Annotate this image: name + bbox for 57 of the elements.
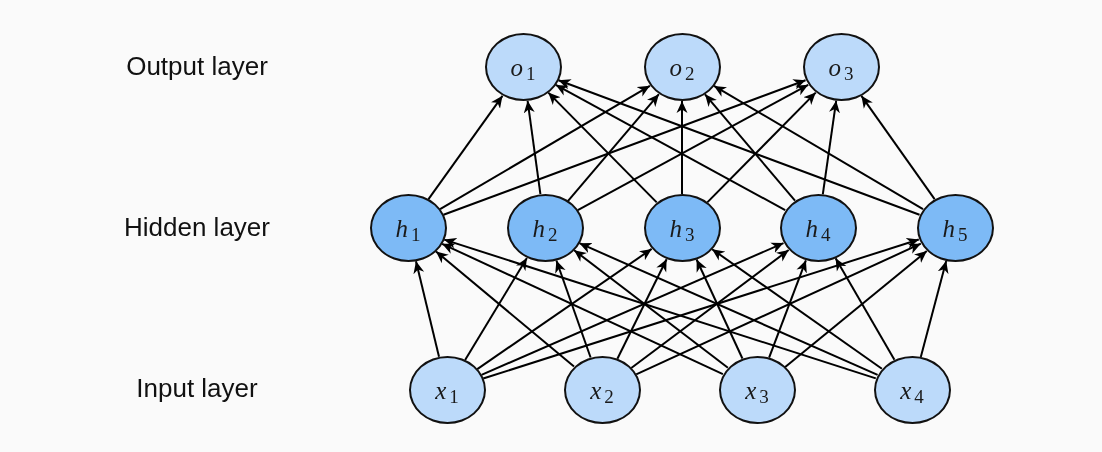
arrow [676, 100, 688, 195]
arrow [476, 247, 653, 371]
arrow [576, 83, 810, 212]
neuron-label: x$_{2}$ [590, 377, 614, 403]
arrow [482, 237, 920, 380]
arrow [578, 242, 879, 376]
arrow [704, 93, 796, 202]
arrow [695, 258, 744, 360]
neuron-label: x$_{4}$ [900, 377, 924, 403]
arrow [442, 79, 807, 216]
layer-label: Output layer [126, 53, 268, 79]
neuron-circle [916, 194, 994, 262]
arrow [523, 99, 542, 196]
arrow [711, 248, 883, 370]
arrow [706, 91, 817, 204]
neuron-label: o$_{1}$ [510, 54, 536, 80]
neuron-label: o$_{2}$ [669, 54, 695, 80]
arrow [860, 94, 936, 201]
arrow [768, 259, 807, 359]
arrow [547, 91, 658, 204]
arrow [464, 257, 528, 361]
layer-label: Hidden layer [124, 214, 270, 240]
neuron-circle [643, 194, 721, 262]
neuron-label: h$_{2}$ [532, 215, 558, 241]
arrow [480, 242, 785, 376]
arrow [439, 84, 651, 211]
arrow [616, 258, 668, 360]
arrow [567, 93, 660, 202]
arrow [413, 260, 440, 358]
neuron-circle [718, 356, 796, 424]
neuron-label: h$_{1}$ [395, 215, 421, 241]
arrow [435, 250, 575, 368]
neuron-label: h$_{4}$ [805, 215, 831, 241]
arrow [821, 99, 840, 196]
arrow [441, 242, 724, 376]
arrow [427, 94, 504, 201]
layer-label: Input layer [136, 375, 258, 401]
arrow [443, 238, 877, 380]
arrow [555, 259, 592, 359]
neuron-circle [779, 194, 857, 262]
arrow [554, 83, 787, 212]
arrow [784, 250, 928, 368]
neuron-label: x$_{1}$ [435, 377, 459, 403]
neuron-label: o$_{3}$ [828, 54, 854, 80]
neuron-circle [643, 33, 721, 101]
arrow [630, 249, 790, 369]
arrow [713, 84, 924, 211]
neuron-label: x$_{3}$ [745, 377, 769, 403]
neuron-circle [369, 194, 447, 262]
neuron-label: h$_{5}$ [942, 215, 968, 241]
neuron-circle [506, 194, 584, 262]
arrow [573, 249, 729, 369]
arrow [919, 260, 949, 358]
arrow [635, 242, 922, 376]
arrow [834, 257, 896, 361]
neuron-label: h$_{3}$ [669, 215, 695, 241]
arrow [557, 79, 921, 216]
